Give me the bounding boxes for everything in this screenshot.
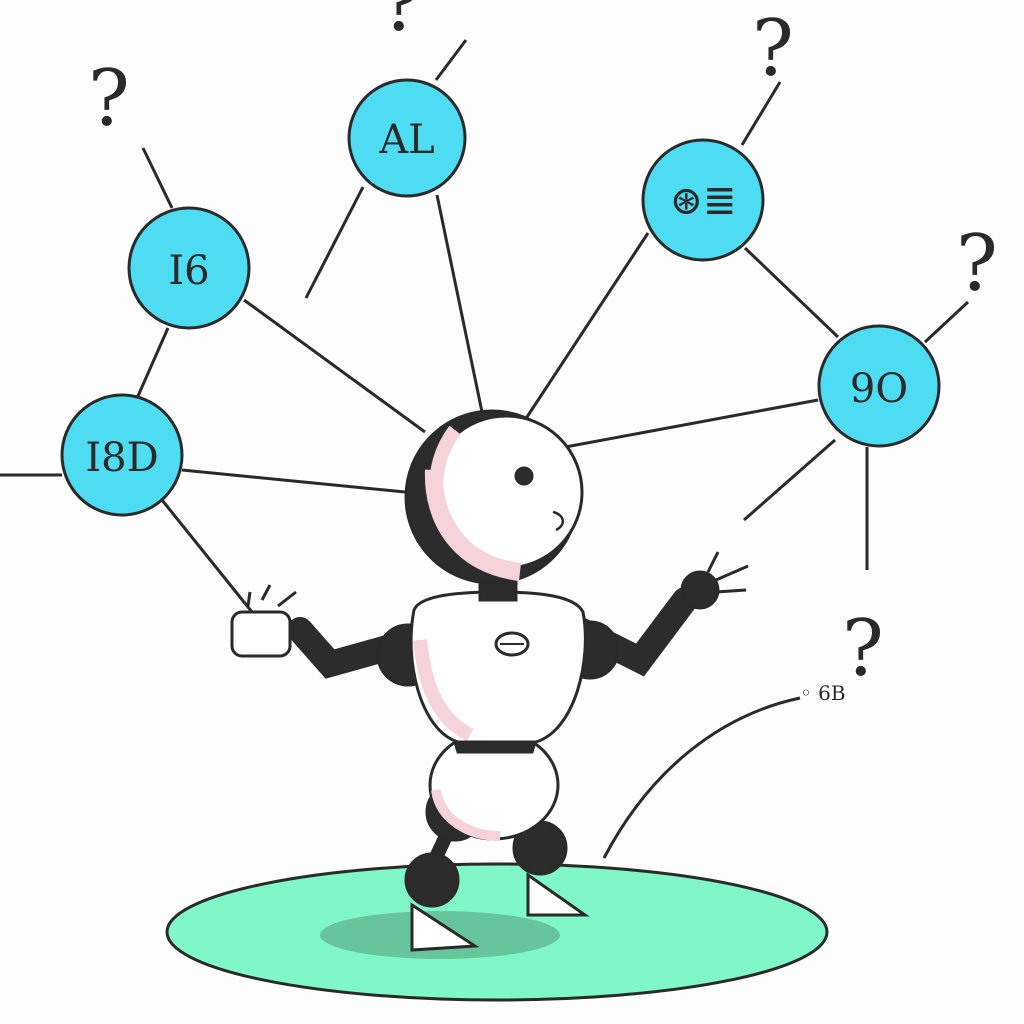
question-marks: ? ? ? ? ? xyxy=(88,0,998,694)
node-label: AL xyxy=(378,117,434,163)
node-label: I8D xyxy=(85,435,158,481)
node-circle-al: AL xyxy=(347,78,467,198)
robot-foot-left xyxy=(410,902,480,952)
robot-hand-right xyxy=(680,551,749,610)
question-mark-icon: ? xyxy=(752,4,794,94)
robot xyxy=(230,409,749,952)
node-circle-180: I8D xyxy=(60,393,184,517)
robot-waist xyxy=(452,740,538,754)
question-mark-icon: ? xyxy=(956,219,998,309)
question-mark-icon: ? xyxy=(88,54,130,144)
robot-torso xyxy=(409,590,587,744)
node-label: 9O xyxy=(850,366,908,412)
node-circle-data: ⊛≣ xyxy=(641,138,765,262)
stray-label: ◦ 6B xyxy=(800,681,846,705)
node-label: I6 xyxy=(168,248,209,294)
network-lines xyxy=(0,39,970,859)
robot-ankle-left xyxy=(404,852,460,908)
robot-hand-left xyxy=(230,584,297,658)
node-label: ⊛≣ xyxy=(669,178,736,224)
node-circle-90: 9O xyxy=(817,324,941,448)
robot-foot-right xyxy=(526,872,590,917)
question-mark-icon: ? xyxy=(380,0,422,49)
node-circle-16: I6 xyxy=(127,206,251,330)
robot-smile xyxy=(552,510,564,532)
question-mark-icon: ? xyxy=(842,604,884,694)
robot-eye xyxy=(514,466,534,486)
